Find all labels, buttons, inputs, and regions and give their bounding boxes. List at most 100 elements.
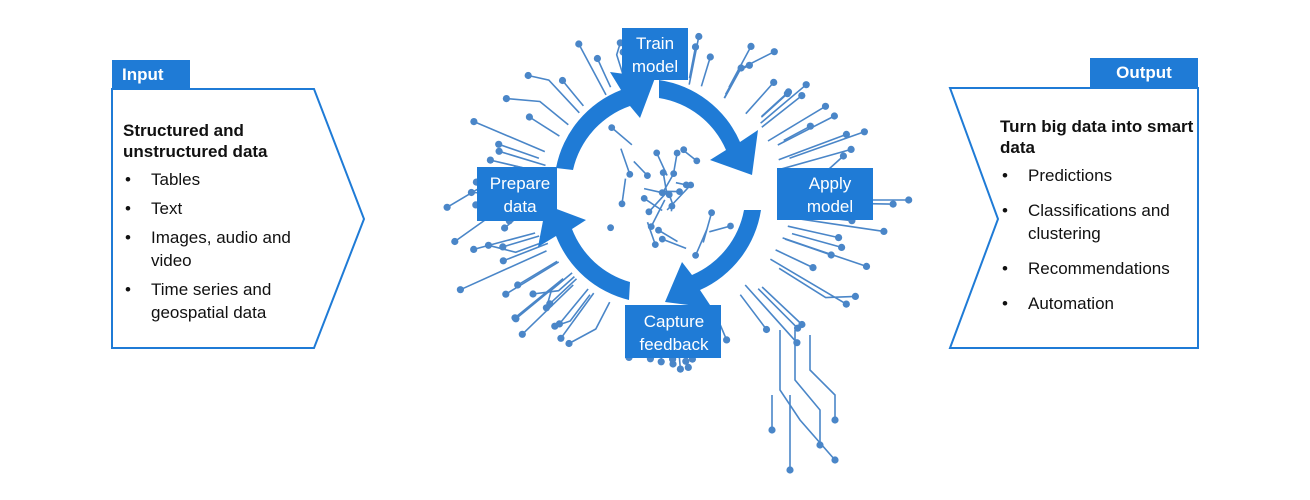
circuit-trace bbox=[621, 178, 627, 204]
circuit-node bbox=[802, 81, 810, 89]
circuit-node bbox=[558, 76, 567, 85]
apply-model-box bbox=[777, 168, 873, 220]
cycle-ring bbox=[538, 72, 761, 308]
circuit-trace bbox=[783, 125, 811, 142]
circuit-node bbox=[495, 140, 503, 148]
circuit-node bbox=[862, 262, 871, 270]
input-list: Tables Text Images, audio and video Time… bbox=[123, 168, 323, 324]
circuit-trace bbox=[662, 238, 687, 250]
circuit-trace bbox=[549, 278, 578, 305]
circuit-node bbox=[768, 426, 776, 434]
circuit-node bbox=[842, 130, 850, 138]
circuit-trace bbox=[777, 115, 835, 146]
circuit-node bbox=[747, 42, 755, 51]
circuit-node bbox=[669, 360, 677, 368]
circuit-node bbox=[657, 358, 665, 366]
circuit-trace bbox=[744, 284, 798, 344]
circuit-trace bbox=[809, 335, 836, 420]
circuit-trace bbox=[460, 250, 547, 291]
input-item: Tables bbox=[123, 168, 323, 191]
circuit-node bbox=[626, 170, 634, 178]
circuit-node bbox=[682, 181, 690, 189]
output-panel: Turn big data into smart data Prediction… bbox=[1000, 116, 1200, 327]
circuit-node bbox=[821, 102, 830, 110]
circuit-node bbox=[798, 92, 806, 100]
output-tag: Output bbox=[1090, 58, 1198, 88]
train-model-label: Train model bbox=[631, 34, 679, 76]
circuit-node bbox=[668, 202, 676, 210]
cycle-arrow-capture-to-prepare bbox=[538, 205, 630, 300]
circuit-trace bbox=[769, 258, 847, 305]
circuit-node bbox=[593, 54, 601, 63]
circuit-node bbox=[607, 224, 614, 232]
circuit-node bbox=[565, 339, 573, 348]
circuit-node bbox=[484, 241, 493, 249]
circuit-trace bbox=[688, 46, 697, 79]
circuit-trace bbox=[473, 232, 536, 251]
prepare-data-label: Prepare data bbox=[489, 174, 551, 216]
circuit-trace bbox=[739, 294, 768, 330]
circuit-node bbox=[762, 325, 771, 334]
circuit-node bbox=[502, 290, 510, 298]
input-tag: Input bbox=[112, 60, 190, 90]
circuit-trace bbox=[789, 131, 865, 159]
apply-model-label: Apply model bbox=[806, 174, 854, 216]
circuit-trace bbox=[502, 235, 540, 248]
circuit-node bbox=[512, 315, 520, 323]
circuit-node bbox=[647, 223, 655, 231]
circuit-trace bbox=[528, 74, 580, 114]
circuit-node bbox=[676, 188, 683, 196]
circuit-node bbox=[653, 149, 661, 157]
circuit-trace bbox=[760, 93, 788, 118]
output-item: Classifications and clustering bbox=[1000, 199, 1200, 245]
circuit-node bbox=[486, 156, 494, 164]
circuit-trace bbox=[506, 97, 569, 126]
circuit-node bbox=[529, 290, 537, 298]
circuit-trace bbox=[498, 143, 540, 160]
circuit-trace bbox=[515, 279, 564, 320]
circuit-node bbox=[640, 195, 648, 202]
circuit-trace bbox=[760, 84, 807, 124]
circuit-node bbox=[456, 286, 464, 294]
circuit-node bbox=[467, 188, 475, 197]
circuit-trace bbox=[757, 288, 799, 329]
circuit-trace bbox=[517, 260, 558, 286]
circuit-trace bbox=[709, 225, 731, 233]
circuit-node bbox=[670, 170, 678, 178]
circuit-node bbox=[838, 243, 846, 251]
train-model-box bbox=[622, 28, 688, 80]
circuit-node bbox=[851, 292, 859, 300]
circuit-node bbox=[451, 237, 459, 246]
circuit-node bbox=[692, 252, 699, 259]
circuit-node bbox=[665, 191, 673, 199]
circuit-trace bbox=[643, 197, 663, 212]
circuit-node bbox=[524, 71, 532, 80]
circuit-node bbox=[658, 189, 666, 197]
circuit-node bbox=[695, 32, 703, 41]
circuit-node bbox=[502, 95, 510, 103]
circuit-trace bbox=[694, 229, 708, 256]
circuit-node bbox=[798, 320, 806, 329]
circuit-trace bbox=[761, 94, 803, 128]
circuit-trace bbox=[596, 58, 612, 88]
circuit-trace bbox=[700, 56, 712, 87]
circuit-trace bbox=[791, 232, 842, 249]
circuit-node bbox=[551, 322, 559, 330]
circuit-node bbox=[682, 357, 690, 365]
circuit-trace bbox=[775, 249, 814, 269]
circuit-node bbox=[809, 264, 817, 272]
circuit-trace bbox=[784, 238, 832, 256]
circuit-trace bbox=[620, 148, 631, 175]
capture-feedback-box bbox=[625, 305, 721, 358]
prepare-data-box bbox=[477, 167, 557, 221]
circuit-node bbox=[655, 226, 662, 234]
circuit-trace bbox=[473, 120, 546, 153]
circuit-trace bbox=[780, 148, 852, 170]
circuit-trace bbox=[611, 126, 633, 146]
circuit-node bbox=[680, 146, 688, 154]
circuit-node bbox=[644, 172, 651, 180]
circuit-node bbox=[847, 145, 855, 153]
circuit-node bbox=[608, 124, 616, 131]
circuit-node bbox=[514, 281, 522, 289]
circuit-node bbox=[651, 241, 659, 249]
